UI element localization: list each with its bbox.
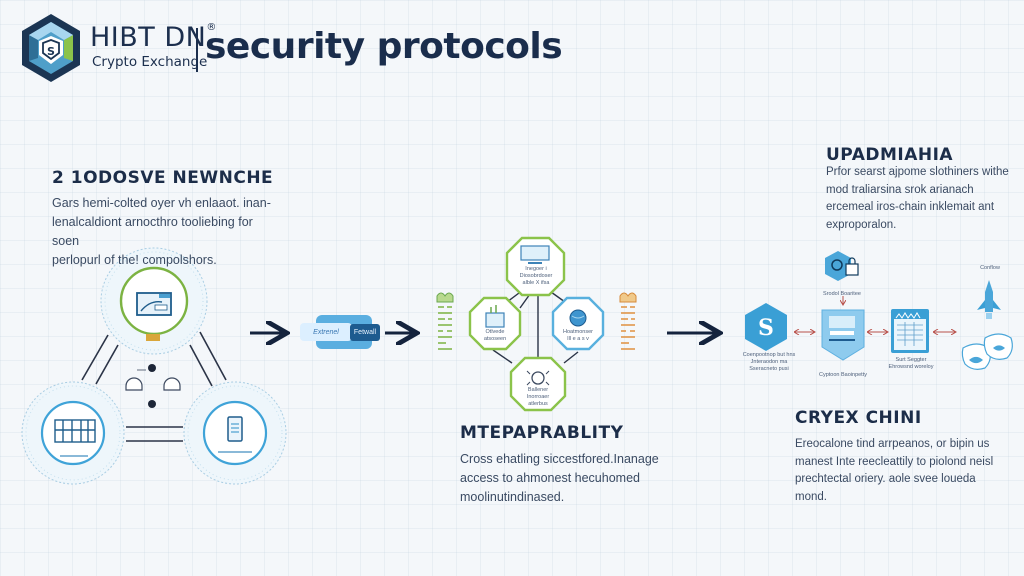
fish-card-icon — [961, 333, 1013, 370]
node-caption-center: Cyptoon Baoinpetty — [818, 372, 867, 378]
browser-window-icon — [891, 309, 929, 353]
section-title-middle: MTEPAPRABLITY — [460, 423, 624, 443]
monitor-icon — [520, 245, 550, 261]
section-title-left: 2 1ODOSVE NEWNCHE — [52, 168, 274, 188]
body-line: ercemeal iros-chain inklemait ant — [826, 201, 995, 213]
caption-line: Coenpootnop but hns — [742, 352, 796, 358]
section-body-middle: Cross ehatling siccestfored.Inanage acce… — [460, 450, 670, 507]
node-caption-line — [60, 455, 88, 457]
caption-line: Inegoer i — [525, 266, 547, 272]
green-scroll-icon — [436, 292, 454, 350]
section-body-left: Gars hemi-colted oyer vh enlaaot. inan- … — [52, 194, 272, 270]
octagon-left — [468, 296, 522, 351]
page-title: security protocols — [205, 26, 563, 67]
body-line: access to ahmonest hecuhomed — [460, 471, 640, 485]
section-title-right-top: UPADMIAHIA — [826, 145, 954, 165]
section-body-right-bottom: Ereocalone tind arrpeanos, or bipin us m… — [795, 436, 1020, 506]
caption-line: Diosobrdoser — [519, 273, 553, 279]
body-line: manest Inte reecleattily to piolond neis… — [795, 455, 994, 468]
orange-scroll-icon — [619, 292, 637, 350]
gear-bug-icon — [531, 371, 545, 385]
brand-name-text: HIBT DN — [90, 22, 207, 53]
node-caption-line — [218, 451, 252, 453]
node-halo-bottom-left — [21, 381, 125, 485]
caption-line: Surt Seggter — [895, 357, 927, 363]
body-line: exproporalon. — [826, 218, 897, 231]
registered-mark: ® — [206, 22, 217, 33]
caption-line: atsoseen — [483, 336, 507, 342]
body-line: Ereocalone tind arrpeanos, or bipin us — [795, 438, 990, 450]
octagon-bottom — [509, 356, 567, 412]
node-caption-top: Inegoer i Diosobrdoser alble X ifsa — [515, 266, 557, 287]
document-shield-icon — [821, 309, 865, 361]
plant-terminal-icon — [485, 312, 505, 328]
caption-line: Otlvede — [485, 329, 505, 335]
node-caption-bottom: Ballener Inorroaer atlerbus — [516, 387, 560, 408]
section-body-right-top: Prfor searst ajpome slothiners withe mod… — [826, 164, 1022, 234]
body-line: Gars hemi-colted oyer vh enlaaot. inan- — [52, 196, 271, 210]
node-label-badge — [146, 334, 160, 341]
octagon-connectors — [492, 289, 579, 364]
svg-text:S: S — [758, 315, 774, 341]
caption-line: Hoatmonser — [563, 329, 593, 335]
server-rack-icon — [54, 419, 96, 443]
node-caption-left: Otlvede atsoseen — [475, 329, 515, 343]
node-caption-box: Surt Seggter Ehrowsnd woreloy — [886, 357, 936, 371]
node-caption-hex: Coenpootnop but hns Jnteraodon ma Sserac… — [738, 352, 800, 373]
caption-line: Inorroaer — [526, 394, 550, 400]
dna-s-icon: S — [745, 303, 787, 351]
body-line: moolinutindinased. — [460, 490, 565, 504]
logo-hexagon-icon: S — [22, 14, 80, 82]
user-lock-icon — [825, 251, 859, 281]
body-line: Cross ehatling siccestfored.Inanage — [460, 452, 659, 466]
caption-line: atlerbus — [528, 401, 548, 407]
mobile-phone-icon — [227, 416, 243, 442]
node-caption-rocket: Conflow — [980, 265, 1000, 271]
section-title-right-bottom: CRYEX CHINI — [795, 408, 922, 428]
octagon-right — [551, 296, 605, 351]
body-line: perlopurl of the! compolshors. — [52, 253, 217, 267]
node-caption-user-lock: Srodol Boaritee — [823, 291, 861, 297]
brand-name: HIBT DN® — [90, 22, 217, 53]
caption-line: Ehrowsnd woreloy — [888, 364, 934, 370]
svg-text:S: S — [47, 45, 55, 58]
bridge-firewall-label: Fetwall — [350, 324, 380, 341]
caption-line: Ballener — [527, 387, 549, 393]
central-hub-icons — [125, 364, 181, 408]
octagon-top — [505, 236, 566, 297]
caption-line: Ill e a s v — [567, 336, 589, 342]
body-line: mond. — [795, 490, 827, 503]
header-divider — [196, 28, 198, 72]
caption-line: alble X ifsa — [522, 280, 550, 286]
brand-subtitle: Crypto Exchange — [92, 54, 208, 70]
dashboard-monitor-icon — [136, 292, 172, 316]
rocket-icon — [977, 280, 1001, 319]
body-line: prechtectal oriery. aole svee loueda — [795, 473, 976, 485]
body-line: Prfor searst ajpome slothiners withe — [826, 166, 1009, 178]
node-caption-right: Hoatmonser Ill e a s v — [557, 329, 599, 343]
body-line: mod traliarsina srok arianach — [826, 183, 974, 196]
caption-line: Jnteraodon ma — [750, 359, 788, 365]
body-line: lenalcaldiont arnocthro tooliebing for s… — [52, 215, 253, 248]
caption-line: Sseracneto pusi — [749, 366, 789, 372]
triangle-connectors — [81, 331, 227, 442]
bridge-external-label: Extrenel — [300, 323, 352, 341]
